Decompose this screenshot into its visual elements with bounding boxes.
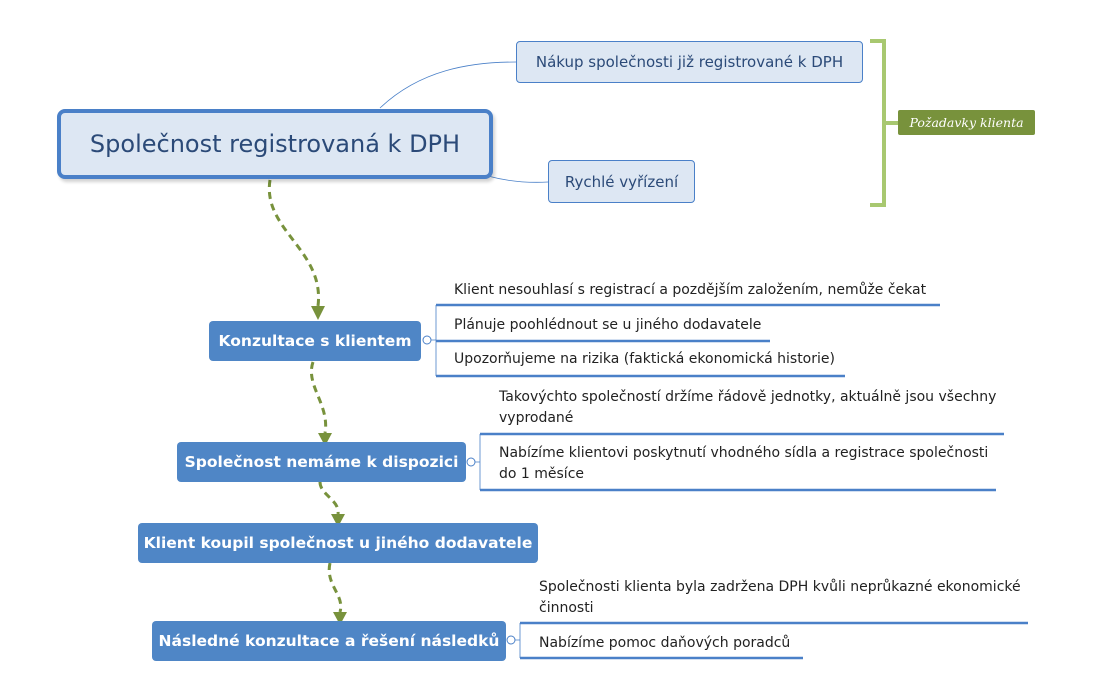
flow-arrow-2: [310, 361, 328, 434]
collapse-toggle-step2: [466, 457, 476, 467]
boundary-label[interactable]: Požadavky klienta: [898, 110, 1035, 135]
requirement-node-purchase[interactable]: Nákup společnosti již registrované k DPH: [516, 41, 863, 83]
topic-item[interactable]: Upozorňujeme na rizika (faktická ekonomi…: [454, 349, 835, 370]
step-node-unavailable[interactable]: Společnost nemáme k dispozici: [177, 442, 466, 482]
collapse-toggle-step1: [422, 335, 432, 345]
root-node[interactable]: Společnost registrovaná k DPH: [57, 109, 493, 179]
collapse-toggle-step4: [506, 635, 516, 645]
step-label: Společnost nemáme k dispozici: [184, 453, 459, 471]
boundary-label-text: Požadavky klienta: [909, 115, 1024, 130]
topic-item[interactable]: Společnosti klienta byla zadržena DPH kv…: [539, 577, 1021, 619]
flow-arrowhead-1: [311, 306, 325, 320]
topic-item[interactable]: Plánuje poohlédnout se u jiného dodavate…: [454, 315, 761, 336]
flow-arrow-3: [318, 481, 340, 515]
connector-req-1: [379, 61, 517, 109]
step-label: Klient koupil společnost u jiného dodava…: [143, 534, 533, 552]
topic-text: Nabízíme pomoc daňových poradců: [539, 635, 791, 651]
topic-text: Plánuje poohlédnout se u jiného dodavate…: [454, 317, 762, 333]
topic-text-line: Takovýchto společností držíme řádově jed…: [499, 389, 997, 405]
topic-text-line: vyprodané: [499, 410, 574, 426]
requirement-label: Nákup společnosti již registrované k DPH: [535, 53, 844, 71]
root-label: Společnost registrovaná k DPH: [89, 130, 461, 158]
topic-text-line: do 1 měsíce: [499, 466, 585, 482]
flow-arrow-4: [327, 562, 343, 613]
flow-arrow-1: [267, 179, 320, 307]
topic-item[interactable]: Nabízíme pomoc daňových poradců: [539, 633, 790, 654]
flow-arrowhead-2: [318, 433, 332, 446]
requirement-label: Rychlé vyřízení: [564, 172, 679, 191]
requirement-node-speed[interactable]: Rychlé vyřízení: [548, 160, 695, 203]
connector-req-2: [487, 175, 549, 183]
step-node-followup[interactable]: Následné konzultace a řešení následků: [152, 621, 506, 661]
flow-arrowhead-4: [333, 612, 347, 625]
flow-arrowhead-3: [331, 514, 345, 527]
step-label: Následné konzultace a řešení následků: [158, 632, 500, 650]
topic-text-line: činnosti: [539, 600, 594, 616]
topic-text: Upozorňujeme na rizika (faktická ekonomi…: [454, 351, 835, 367]
topic-item[interactable]: Takovýchto společností držíme řádově jed…: [499, 387, 996, 429]
topic-item[interactable]: Klient nesouhlasí s registrací a pozdějš…: [454, 280, 926, 301]
topic-item[interactable]: Nabízíme klientovi poskytnutí vhodného s…: [499, 443, 988, 485]
topic-text-line: Společnosti klienta byla zadržena DPH kv…: [539, 579, 1021, 595]
step-node-bought-elsewhere[interactable]: Klient koupil společnost u jiného dodava…: [138, 523, 538, 563]
step-label: Konzultace s klientem: [218, 332, 412, 350]
topic-text: Klient nesouhlasí s registrací a pozdějš…: [454, 282, 927, 298]
step-node-consultation[interactable]: Konzultace s klientem: [209, 321, 421, 361]
topic-text-line: Nabízíme klientovi poskytnutí vhodného s…: [499, 445, 989, 461]
boundary-bracket: [870, 39, 898, 207]
